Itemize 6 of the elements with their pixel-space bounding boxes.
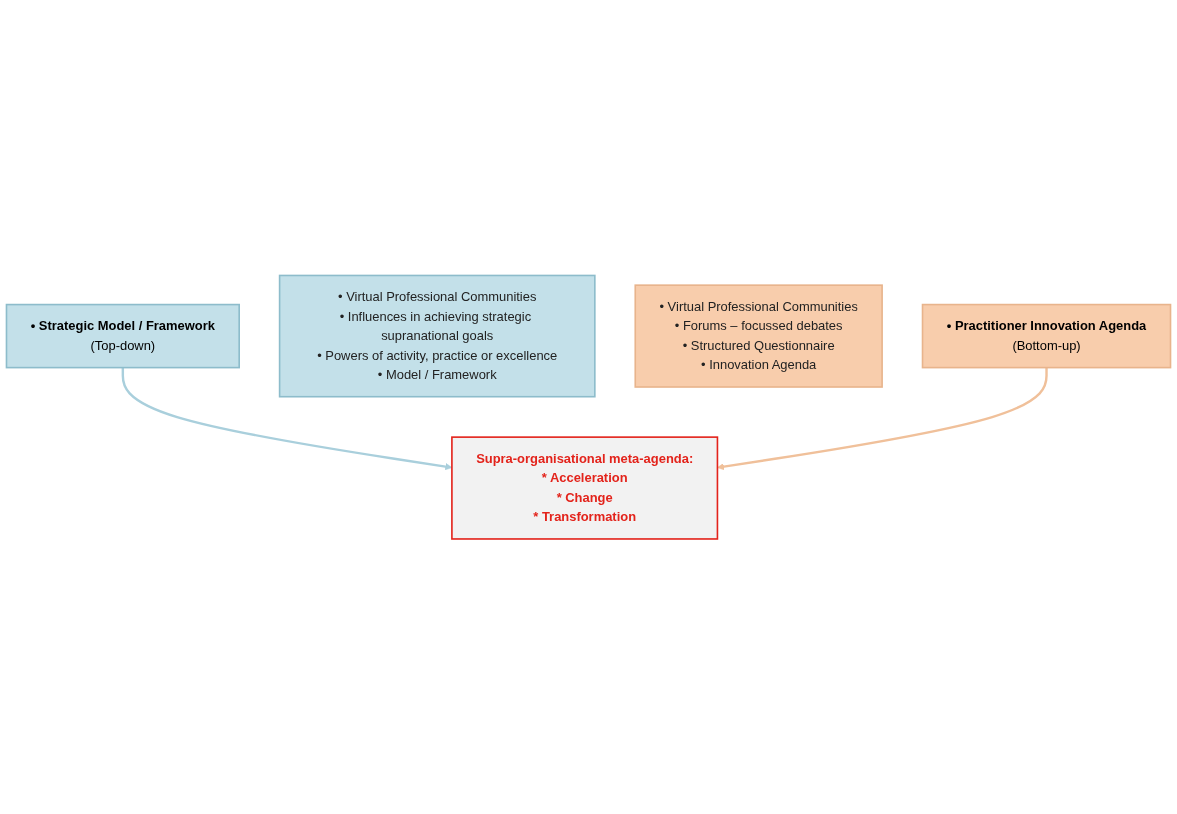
arrow xyxy=(717,367,1048,470)
node-box: • Virtual Professional Communities • Influences in achieving strategic supranational goals • Powers of activity, practice or excellence • Model / Framework xyxy=(278,274,596,398)
node-box: Supra-organisational meta-agenda: * Acceleration * Change * Transformation xyxy=(451,436,719,540)
node-box: • Practitioner Innovation Agenda (Bottom-up) xyxy=(921,303,1172,369)
node-box: • Strategic Model / Framework (Top-down) xyxy=(5,303,240,369)
node-box: • Virtual Professional Communities • Forums – focussed debates • Structured Questionnaire • Innovation Agenda xyxy=(634,284,883,388)
